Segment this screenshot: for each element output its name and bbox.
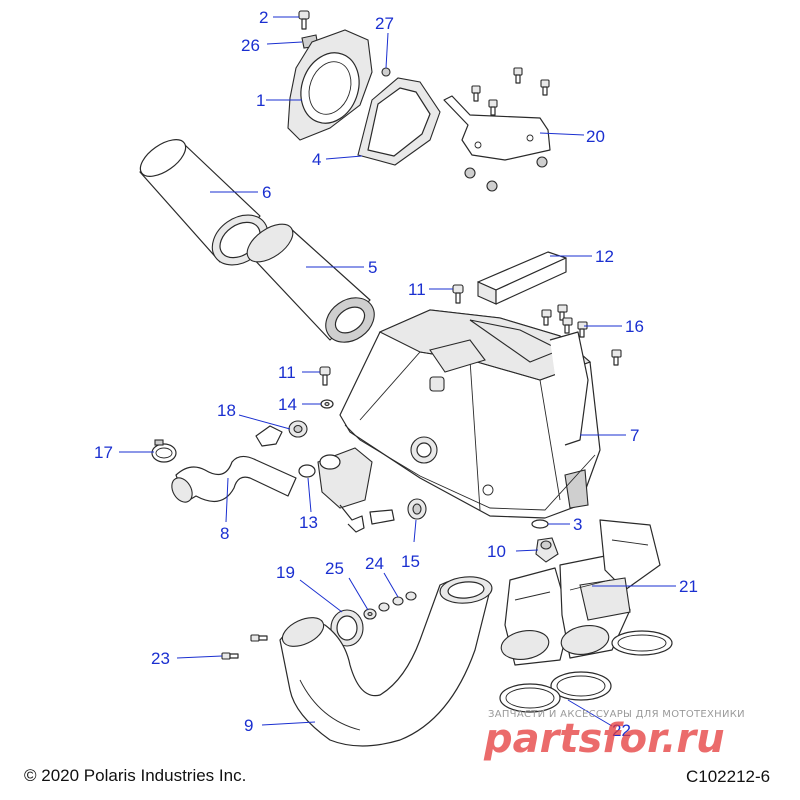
callout-15: 15 <box>401 552 420 571</box>
leader-lines <box>119 16 676 727</box>
callout-labels: 2 26 27 1 4 20 6 5 12 11 16 11 14 18 7 1… <box>94 8 698 740</box>
leader-15 <box>413 519 417 543</box>
part-1-cover-plate <box>287 29 373 141</box>
callout-9: 9 <box>244 716 253 735</box>
callout-6: 6 <box>262 183 271 202</box>
copyright-text: © 2020 Polaris Industries Inc. <box>24 766 246 785</box>
part-12-foam-block <box>477 251 567 305</box>
callout-18: 18 <box>217 401 236 420</box>
part-4-gasket <box>357 77 441 166</box>
callout-11-lower: 11 <box>278 363 296 382</box>
callout-25: 25 <box>325 559 344 578</box>
part-13-valve <box>298 447 395 533</box>
part-17-clamp <box>151 439 177 463</box>
part-7-airbox <box>339 309 601 519</box>
figure-id: C102212-6 <box>686 767 770 786</box>
callout-14: 14 <box>278 395 297 414</box>
callout-13: 13 <box>299 513 318 532</box>
leader-26 <box>266 41 303 45</box>
part-21-intake-ducts <box>500 519 661 666</box>
part-3-o-ring <box>531 519 549 529</box>
callout-1: 1 <box>256 91 265 110</box>
callout-8: 8 <box>220 524 229 543</box>
part-20-bracket <box>443 67 551 192</box>
part-9-intake-tube <box>279 576 493 747</box>
leader-27 <box>385 32 389 69</box>
callout-5: 5 <box>368 258 377 277</box>
callout-10: 10 <box>487 542 506 561</box>
leader-19 <box>299 579 343 613</box>
watermark-brand: partsfor.ru <box>483 716 725 762</box>
callout-7: 7 <box>630 426 639 445</box>
leader-13 <box>307 477 312 513</box>
leader-25 <box>348 577 369 611</box>
part-23-bolts <box>221 634 268 660</box>
part-15-grommet <box>407 498 427 520</box>
callout-17: 17 <box>94 443 113 462</box>
part-2-screw <box>298 10 310 30</box>
leader-9 <box>261 721 316 726</box>
watermark: ЗАПЧАСТИ И АКСЕССУАРЫ ДЛЯ МОТОТЕХНИКИ pa… <box>483 709 745 762</box>
part-11-bolt-lower <box>319 366 331 386</box>
part-22-clamps <box>499 630 673 713</box>
callout-20: 20 <box>586 127 605 146</box>
leader-4 <box>325 155 363 160</box>
callout-22: 22 <box>612 721 631 740</box>
leader-10 <box>515 549 539 552</box>
leader-8 <box>225 477 229 523</box>
leader-24 <box>383 572 399 598</box>
leader-20 <box>539 132 585 136</box>
part-19-coupler <box>330 609 364 647</box>
callout-11-upper: 11 <box>408 280 426 299</box>
part-25-washer <box>363 608 377 620</box>
part-10-drain-valve <box>535 537 559 563</box>
callout-3: 3 <box>573 515 582 534</box>
part-11-bolt-upper <box>452 284 464 304</box>
callout-16: 16 <box>625 317 644 336</box>
callout-19: 19 <box>276 563 295 582</box>
callout-27: 27 <box>375 14 394 33</box>
leader-22 <box>567 699 613 727</box>
callout-12: 12 <box>595 247 614 266</box>
part-18-grommet <box>255 420 308 447</box>
part-16-bolts <box>541 304 622 366</box>
callout-24: 24 <box>365 554 384 573</box>
watermark-tagline: ЗАПЧАСТИ И АКСЕССУАРЫ ДЛЯ МОТОТЕХНИКИ <box>488 709 745 720</box>
leader-23 <box>176 655 223 659</box>
part-6-prefilter <box>139 139 269 266</box>
callout-21: 21 <box>679 577 698 596</box>
callout-23: 23 <box>151 649 170 668</box>
callout-2: 2 <box>259 8 268 27</box>
callout-4: 4 <box>312 150 321 169</box>
callout-26: 26 <box>241 36 260 55</box>
part-5-air-filter <box>246 223 375 343</box>
part-27-nut <box>381 67 391 77</box>
part-8-hose <box>171 455 297 503</box>
part-14-washer <box>320 399 334 409</box>
leader-18 <box>238 414 291 430</box>
part-24-nuts <box>378 591 417 612</box>
